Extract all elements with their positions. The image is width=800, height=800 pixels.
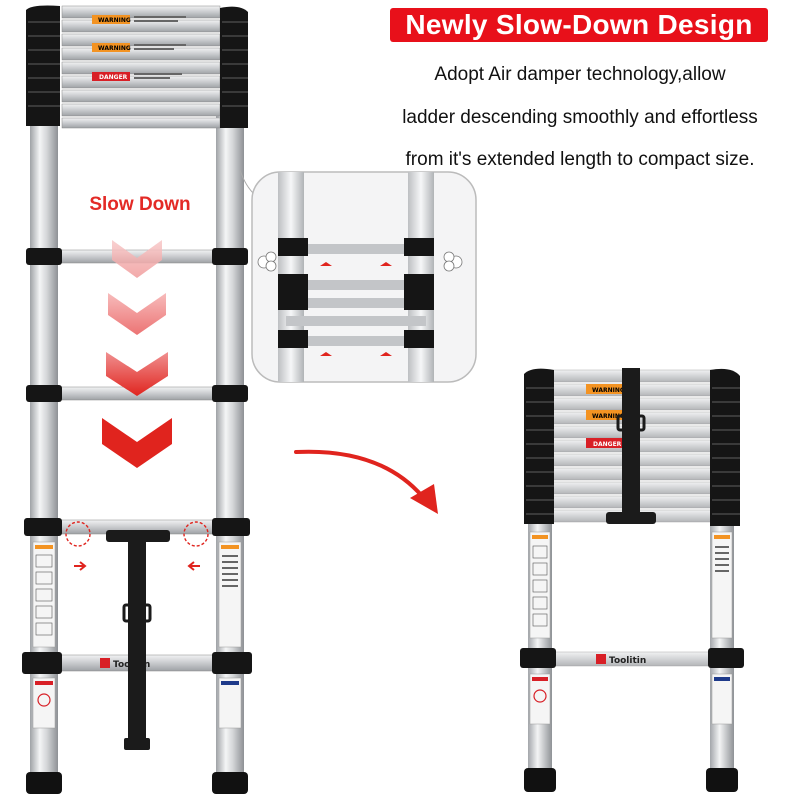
extended-ladder: WARNING WARNING DANGER Toolitin [22,5,276,794]
compact-brand-text: Toolitin [609,656,646,666]
description-line-3: from it's extended length to compact siz… [405,149,755,170]
compact-warning-text: WARNING [592,387,625,394]
damper-marker-left [65,521,91,547]
compact-foot-right [706,768,738,792]
compact-warning-2-text: WARNING [592,413,625,420]
warning-sticker: WARNING WARNING [92,15,186,52]
damper-zoom-callout [251,171,477,383]
slow-down-chevron-2 [108,293,166,335]
arrow-right-icon [74,561,87,571]
headline-banner: Newly Slow-Down Design [390,8,768,42]
air-puff-icon-right [443,251,463,272]
description-line-1: Adopt Air damper technology,allow [434,64,726,85]
danger-sticker-text: DANGER [99,74,128,81]
compact-ladder: WARNING WARNING DANGER Toolitin [520,368,744,792]
compact-danger-sticker: DANGER [586,438,624,448]
warning-sticker-2-text: WARNING [98,45,131,52]
safety-label-right [218,541,242,729]
compact-brand-rung: Toolitin [520,648,744,668]
slow-down-chevron-3 [106,352,168,396]
foot-left [26,772,62,794]
stacked-rungs-top [26,5,248,129]
safety-label-left [32,541,56,729]
compact-foot-left [524,768,556,792]
slow-down-chevron-1 [112,240,162,278]
description-line-2: ladder descending smoothly and effortles… [402,107,758,128]
carry-strap [106,530,170,750]
foot-right [212,772,248,794]
warning-sticker-text: WARNING [98,17,131,24]
compact-danger-text: DANGER [593,441,622,448]
compact-safety-label-right [711,531,733,725]
compact-carry-strap [606,368,656,524]
rung-3 [24,518,250,536]
rung-1 [26,248,248,265]
danger-sticker: DANGER [92,72,182,81]
headline-title: Newly Slow-Down Design [405,9,753,40]
compact-warning-sticker: WARNING WARNING [586,384,625,420]
slow-down-label: Slow Down [89,194,191,215]
arrow-left-icon [187,561,200,571]
transition-arrow [294,449,438,514]
damper-marker-right [183,521,209,547]
slow-down-chevron-4 [102,418,172,468]
compact-safety-label-left [529,531,551,725]
air-puff-icon-left [257,251,277,272]
